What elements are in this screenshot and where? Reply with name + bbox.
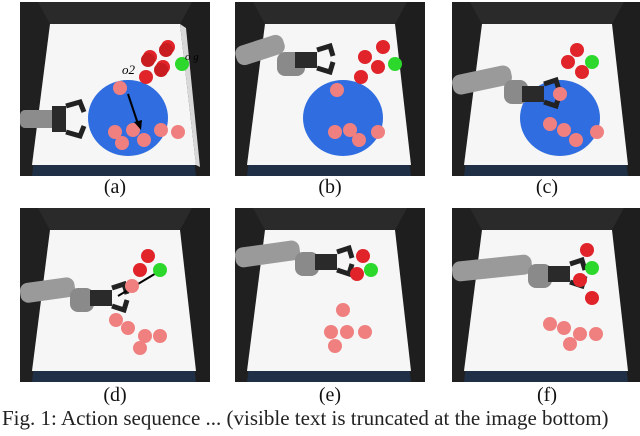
- cubes: [543, 43, 604, 147]
- figure-caption-text: Fig. 1: Action sequence ... (visible tex…: [2, 406, 609, 430]
- caption-d: (d): [103, 384, 127, 406]
- scene-b: [235, 2, 425, 176]
- scene-f: [452, 208, 640, 382]
- figure-caption: Fig. 1: Action sequence ... (visible tex…: [0, 400, 640, 436]
- scene-c: [452, 2, 640, 176]
- panel-b: [235, 2, 425, 176]
- panel-f: [452, 208, 640, 382]
- cubes: [109, 249, 167, 355]
- panel-e: [235, 208, 425, 382]
- cubes: [543, 243, 603, 351]
- caption-f: (f): [537, 384, 557, 406]
- caption-a: (a): [103, 176, 127, 198]
- robot-arm: [452, 254, 588, 290]
- panel-a: o2 o g: [20, 2, 210, 176]
- caption-e: (e): [318, 384, 342, 406]
- robot-arm: [20, 98, 87, 140]
- scene-a: o2 o g: [20, 2, 210, 176]
- panel-c: [452, 2, 640, 176]
- cubes: [108, 40, 189, 150]
- arrow-head: [134, 120, 142, 130]
- caption-b: (b): [318, 176, 342, 198]
- goal-label: o g: [185, 51, 199, 63]
- panel-d: [20, 208, 210, 382]
- cubes: [324, 249, 378, 353]
- caption-c: (c): [535, 176, 559, 198]
- cubes: [328, 40, 402, 147]
- scene-e: [235, 208, 425, 382]
- robot-arm: [20, 277, 130, 314]
- object-label: o2: [122, 62, 136, 77]
- robot-arm: [235, 34, 336, 76]
- robot-arm: [235, 240, 355, 278]
- scene-d: [20, 208, 210, 382]
- motion-arrow: [127, 93, 139, 125]
